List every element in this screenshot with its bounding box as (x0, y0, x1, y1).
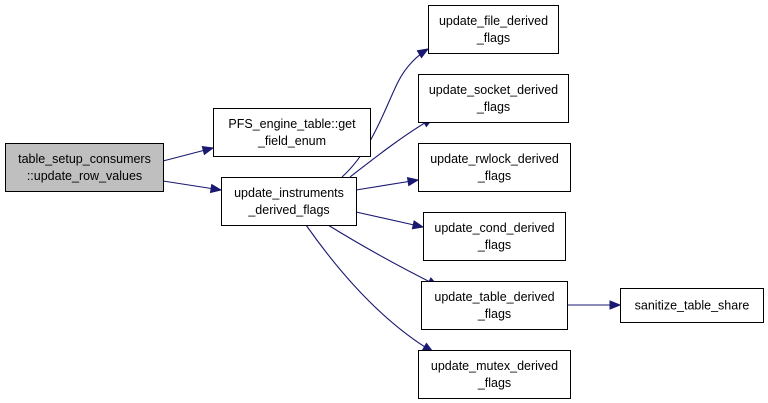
node-box[interactable] (213, 108, 371, 157)
node-box[interactable] (428, 5, 559, 54)
node-box[interactable] (423, 212, 566, 261)
arrowhead (201, 146, 215, 156)
node-update-socket-derived-flags[interactable]: update_socket_derived _flags (418, 74, 569, 123)
arrowhead (209, 183, 223, 194)
node-update-file-derived-flags[interactable]: update_file_derived _flags (428, 5, 559, 54)
node-update-mutex-derived-flags[interactable]: update_mutex_derived _flags (418, 350, 571, 399)
node-label-line: update_table_derived (434, 290, 554, 304)
node-pfs-engine-table-get-field-enum[interactable]: PFS_engine_table::get_field_enum (213, 108, 371, 157)
node-box[interactable] (5, 143, 164, 192)
node-label-line: _derived_flags (247, 203, 329, 217)
arrowhead (411, 220, 425, 230)
node-label-line: update_socket_derived (429, 83, 558, 97)
arrowhead (416, 48, 430, 59)
edge-n2-n8 (305, 224, 435, 353)
edge-n2-n5 (355, 176, 420, 191)
node-box[interactable] (620, 288, 764, 323)
node-box[interactable] (418, 350, 571, 399)
node-box[interactable] (421, 281, 568, 330)
node-label-line: ::update_row_values (27, 169, 142, 183)
arrowhead (406, 176, 420, 187)
edge-n2-n7 (327, 224, 440, 287)
node-label-line: _flags (477, 376, 511, 390)
node-label-line: update_cond_derived (434, 221, 554, 235)
node-label-line: _flags (476, 31, 510, 45)
edge-line (305, 224, 434, 353)
nodes-layer: table_setup_consumers::update_row_values… (5, 5, 764, 399)
node-label-line: update_file_derived (439, 14, 548, 28)
edge-n7-n9 (567, 300, 622, 310)
node-label-line: update_instruments (234, 186, 344, 200)
edge-line (327, 224, 439, 287)
edge-n0-n1 (162, 146, 215, 162)
node-update-cond-derived-flags[interactable]: update_cond_derived _flags (423, 212, 566, 261)
node-label-line: _flags (477, 169, 511, 183)
node-label-line: table_setup_consumers (18, 152, 151, 166)
edge-line (355, 211, 424, 228)
node-table-setup-consumers-update-row-values[interactable]: table_setup_consumers::update_row_values (5, 143, 164, 192)
edge-n2-n6 (355, 211, 425, 230)
edge-line (349, 117, 434, 178)
node-box[interactable] (418, 143, 571, 192)
node-sanitize-table-share[interactable]: sanitize_table_share (620, 288, 764, 323)
node-update-instruments-derived-flags[interactable]: update_instruments _derived_flags (221, 177, 357, 226)
node-update-rwlock-derived-flags[interactable]: update_rwlock_derived _flags (418, 143, 571, 192)
node-label-line: update_rwlock_derived (430, 152, 559, 166)
node-label-line: sanitize_table_share (635, 299, 750, 313)
node-label-line: _flags (477, 307, 511, 321)
node-label-line: _flags (477, 238, 511, 252)
arrowhead (609, 300, 622, 310)
node-box[interactable] (418, 74, 569, 123)
node-label-line: _field_enum (257, 134, 326, 148)
node-label-line: update_mutex_derived (431, 359, 558, 373)
node-label-line: PFS_engine_table::get (228, 117, 356, 131)
node-box[interactable] (221, 177, 357, 226)
edge-n0-n2 (162, 180, 223, 194)
node-update-table-derived-flags[interactable]: update_table_derived _flags (421, 281, 568, 330)
node-label-line: _flags (476, 100, 510, 114)
